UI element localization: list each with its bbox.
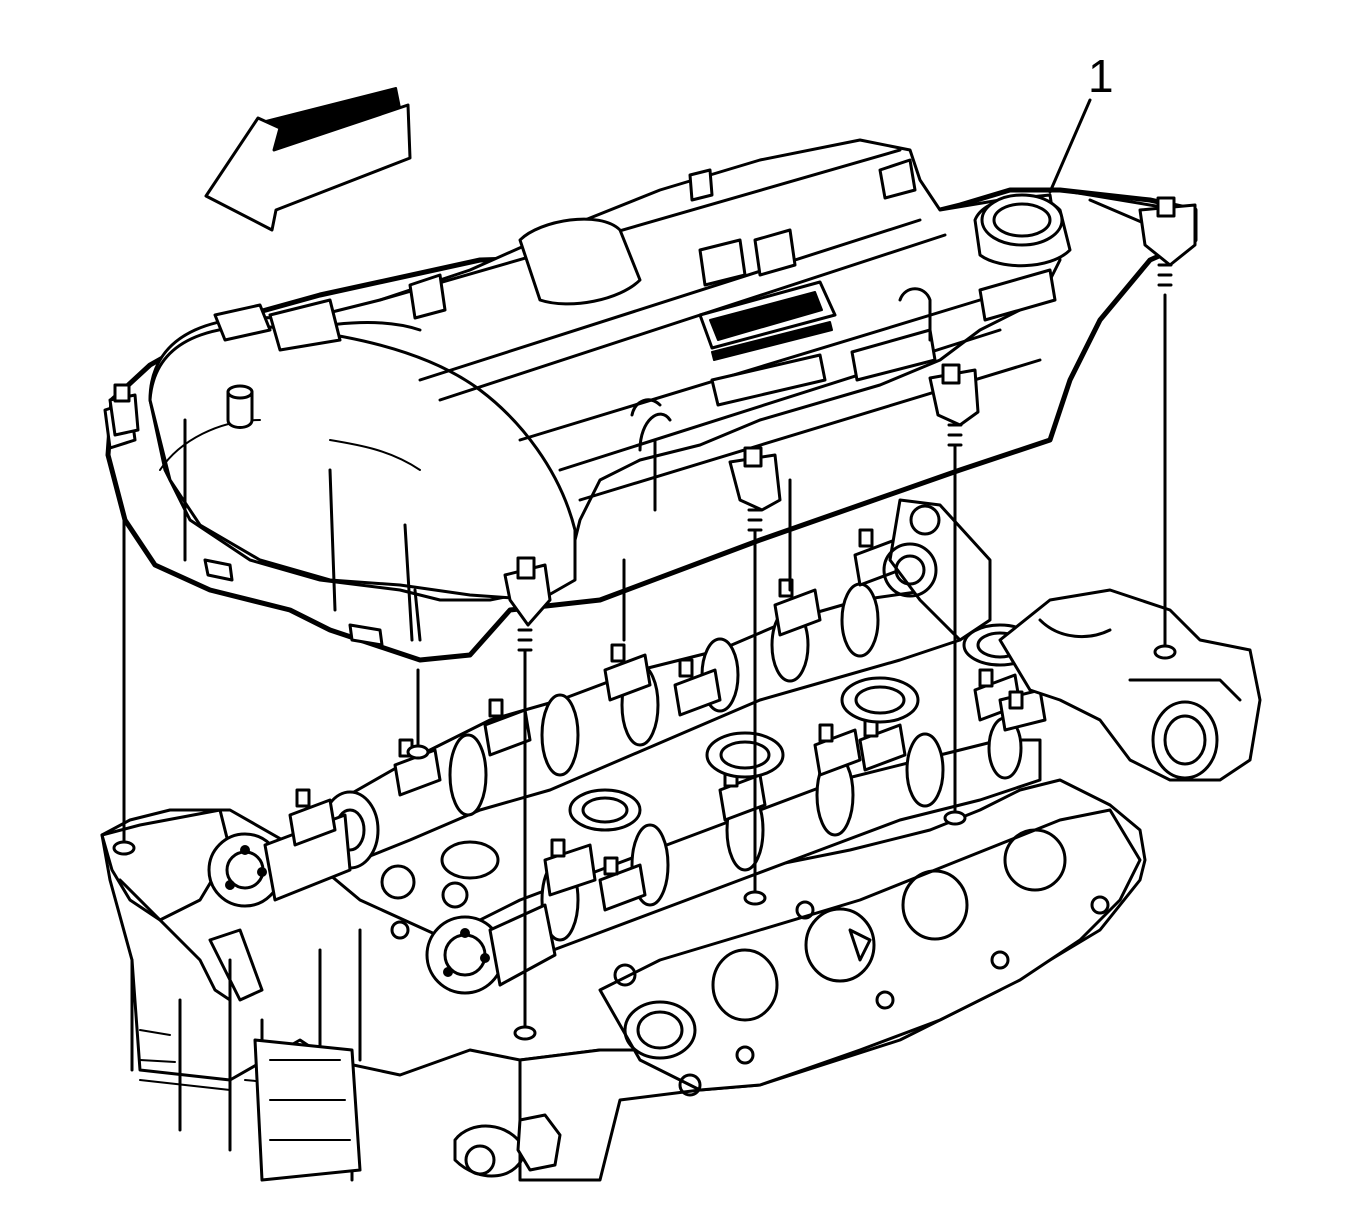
bolt-alignment-lines [112,263,1177,1041]
valve-cover [103,138,1198,663]
callout-1-label: 1 [1088,50,1114,102]
direction-arrow-icon [204,87,412,232]
cam-bearing-caps [288,528,1047,912]
callout-1: 1 [1048,50,1114,194]
rear-cam-housing [882,498,1262,782]
cover-bolt-bosses [108,196,1197,627]
cylinder-head [100,778,1147,1182]
exhaust-cam-hub [425,903,557,995]
intake-cam-hub [207,813,352,908]
